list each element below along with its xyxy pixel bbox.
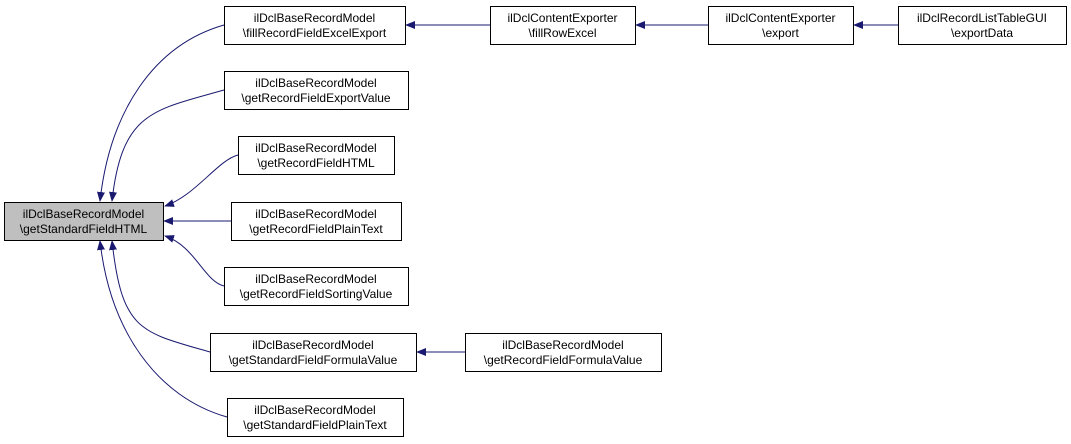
edge-getRecordFieldSortingValue-to-getStandardFieldHTML	[164, 235, 225, 287]
edge-getStandardFieldFormulaValue-to-getStandardFieldHTML	[109, 240, 211, 353]
node-box[interactable]	[490, 6, 636, 45]
node-class-label: ilDclBaseRecordModel	[255, 207, 376, 221]
node-class-label: ilDclContentExporter	[507, 11, 617, 25]
node-class-label: ilDclContentExporter	[725, 11, 835, 25]
node-fillRecordFieldExcelExport[interactable]: ilDclBaseRecordModel\fillRecordFieldExce…	[224, 6, 406, 45]
node-getRecordFieldPlainText[interactable]: ilDclBaseRecordModel\getRecordFieldPlain…	[231, 202, 402, 241]
node-method-label: \getStandardFieldPlainText	[243, 418, 387, 432]
node-class-label: ilDclBaseRecordModel	[23, 207, 144, 221]
node-method-label: \fillRowExcel	[528, 26, 596, 40]
node-method-label: \export	[762, 26, 799, 40]
node-box[interactable]	[898, 6, 1067, 45]
node-box[interactable]	[210, 333, 417, 372]
node-method-label: \getRecordFieldSortingValue	[240, 287, 393, 301]
node-class-label: ilDclBaseRecordModel	[254, 11, 375, 25]
node-class-label: ilDclBaseRecordModel	[255, 76, 376, 90]
node-getRecordFieldFormulaValue[interactable]: ilDclBaseRecordModel\getRecordFieldFormu…	[465, 333, 662, 372]
node-getStandardFieldPlainText[interactable]: ilDclBaseRecordModel\getStandardFieldPla…	[227, 398, 404, 437]
node-class-label: ilDclRecordListTableGUI	[917, 11, 1047, 25]
node-box[interactable]	[227, 398, 404, 437]
edge-getStandardFieldPlainText-to-getStandardFieldHTML	[97, 240, 228, 418]
edge-getRecordFieldExportValue-to-getStandardFieldHTML	[109, 89, 225, 202]
node-class-label: ilDclBaseRecordModel	[502, 338, 623, 352]
node-class-label: ilDclBaseRecordModel	[254, 403, 375, 417]
node-box[interactable]	[231, 202, 402, 241]
node-method-label: \getRecordFieldHTML	[257, 156, 375, 170]
node-box[interactable]	[238, 136, 395, 175]
node-box[interactable]	[224, 71, 409, 110]
node-box[interactable]	[465, 333, 662, 372]
node-box[interactable]	[224, 6, 406, 45]
edges	[97, 21, 898, 418]
node-getRecordFieldExportValue[interactable]: ilDclBaseRecordModel\getRecordFieldExpor…	[224, 71, 409, 110]
node-box[interactable]	[4, 202, 164, 241]
node-class-label: ilDclBaseRecordModel	[252, 338, 373, 352]
nodes: ilDclBaseRecordModel\getStandardFieldHTM…	[4, 6, 1067, 437]
edge-fillRecordFieldExcelExport-to-getStandardFieldHTML	[97, 24, 225, 202]
node-export[interactable]: ilDclContentExporter\export	[708, 6, 854, 45]
node-method-label: \getRecordFieldFormulaValue	[484, 353, 643, 367]
node-getStandardFieldHTML[interactable]: ilDclBaseRecordModel\getStandardFieldHTM…	[4, 202, 164, 241]
node-exportData[interactable]: ilDclRecordListTableGUI\exportData	[898, 6, 1067, 45]
node-class-label: ilDclBaseRecordModel	[255, 272, 376, 286]
node-method-label: \fillRecordFieldExcelExport	[243, 26, 387, 40]
node-getRecordFieldSortingValue[interactable]: ilDclBaseRecordModel\getRecordFieldSorti…	[224, 267, 409, 306]
node-box[interactable]	[224, 267, 409, 306]
node-method-label: \getRecordFieldPlainText	[249, 222, 383, 236]
node-getStandardFieldFormulaValue[interactable]: ilDclBaseRecordModel\getStandardFieldFor…	[210, 333, 417, 372]
node-box[interactable]	[708, 6, 854, 45]
node-method-label: \getRecordFieldExportValue	[241, 91, 391, 105]
edge-getRecordFieldHTML-to-getStandardFieldHTML	[164, 154, 239, 207]
node-method-label: \getStandardFieldFormulaValue	[229, 353, 398, 367]
node-class-label: ilDclBaseRecordModel	[255, 141, 376, 155]
node-method-label: \getStandardFieldHTML	[20, 222, 148, 236]
node-fillRowExcel[interactable]: ilDclContentExporter\fillRowExcel	[490, 6, 636, 45]
node-getRecordFieldHTML[interactable]: ilDclBaseRecordModel\getRecordFieldHTML	[238, 136, 395, 175]
node-method-label: \exportData	[951, 26, 1013, 40]
